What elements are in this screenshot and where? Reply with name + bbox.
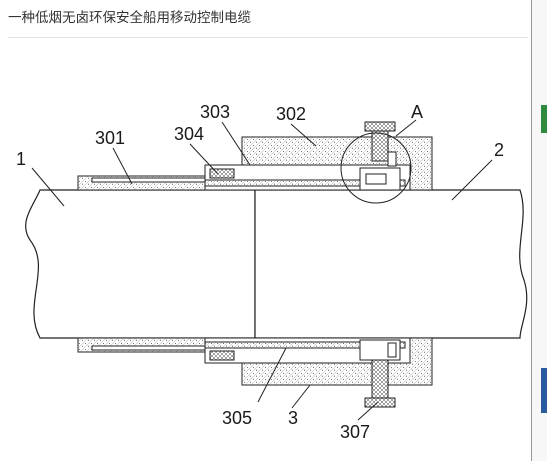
sleeve-301-lower	[77, 337, 223, 353]
bolt-upper	[359, 121, 401, 191]
sleeve-301-upper	[77, 175, 223, 191]
detail-a-circle	[340, 132, 412, 204]
cable-right	[254, 189, 528, 339]
label-cable-right: 2	[494, 140, 504, 160]
title-divider	[8, 37, 528, 38]
label-inner-sleeve-303: 303	[200, 102, 230, 122]
label-cable-left: 1	[16, 149, 26, 169]
seal-ring-304-lower	[209, 350, 235, 361]
leader-lines	[31, 119, 493, 421]
cable-left	[25, 189, 256, 339]
side-tab-green[interactable]	[541, 105, 547, 133]
label-gap-305: 305	[222, 408, 252, 428]
side-panel-border	[531, 0, 532, 461]
label-sleeve-301: 301	[95, 128, 125, 148]
label-seal-304: 304	[174, 124, 204, 144]
label-detail-a: A	[411, 102, 423, 122]
page-title: 一种低烟无卤环保安全船用移动控制电缆	[8, 10, 251, 26]
bolt-307-lower	[359, 339, 401, 408]
label-clamp-302: 302	[276, 104, 306, 124]
side-tab-blue[interactable]	[541, 368, 547, 413]
label-connector-3: 3	[288, 408, 298, 428]
seal-ring-304-upper	[209, 168, 235, 179]
label-bolt-307: 307	[340, 422, 370, 442]
